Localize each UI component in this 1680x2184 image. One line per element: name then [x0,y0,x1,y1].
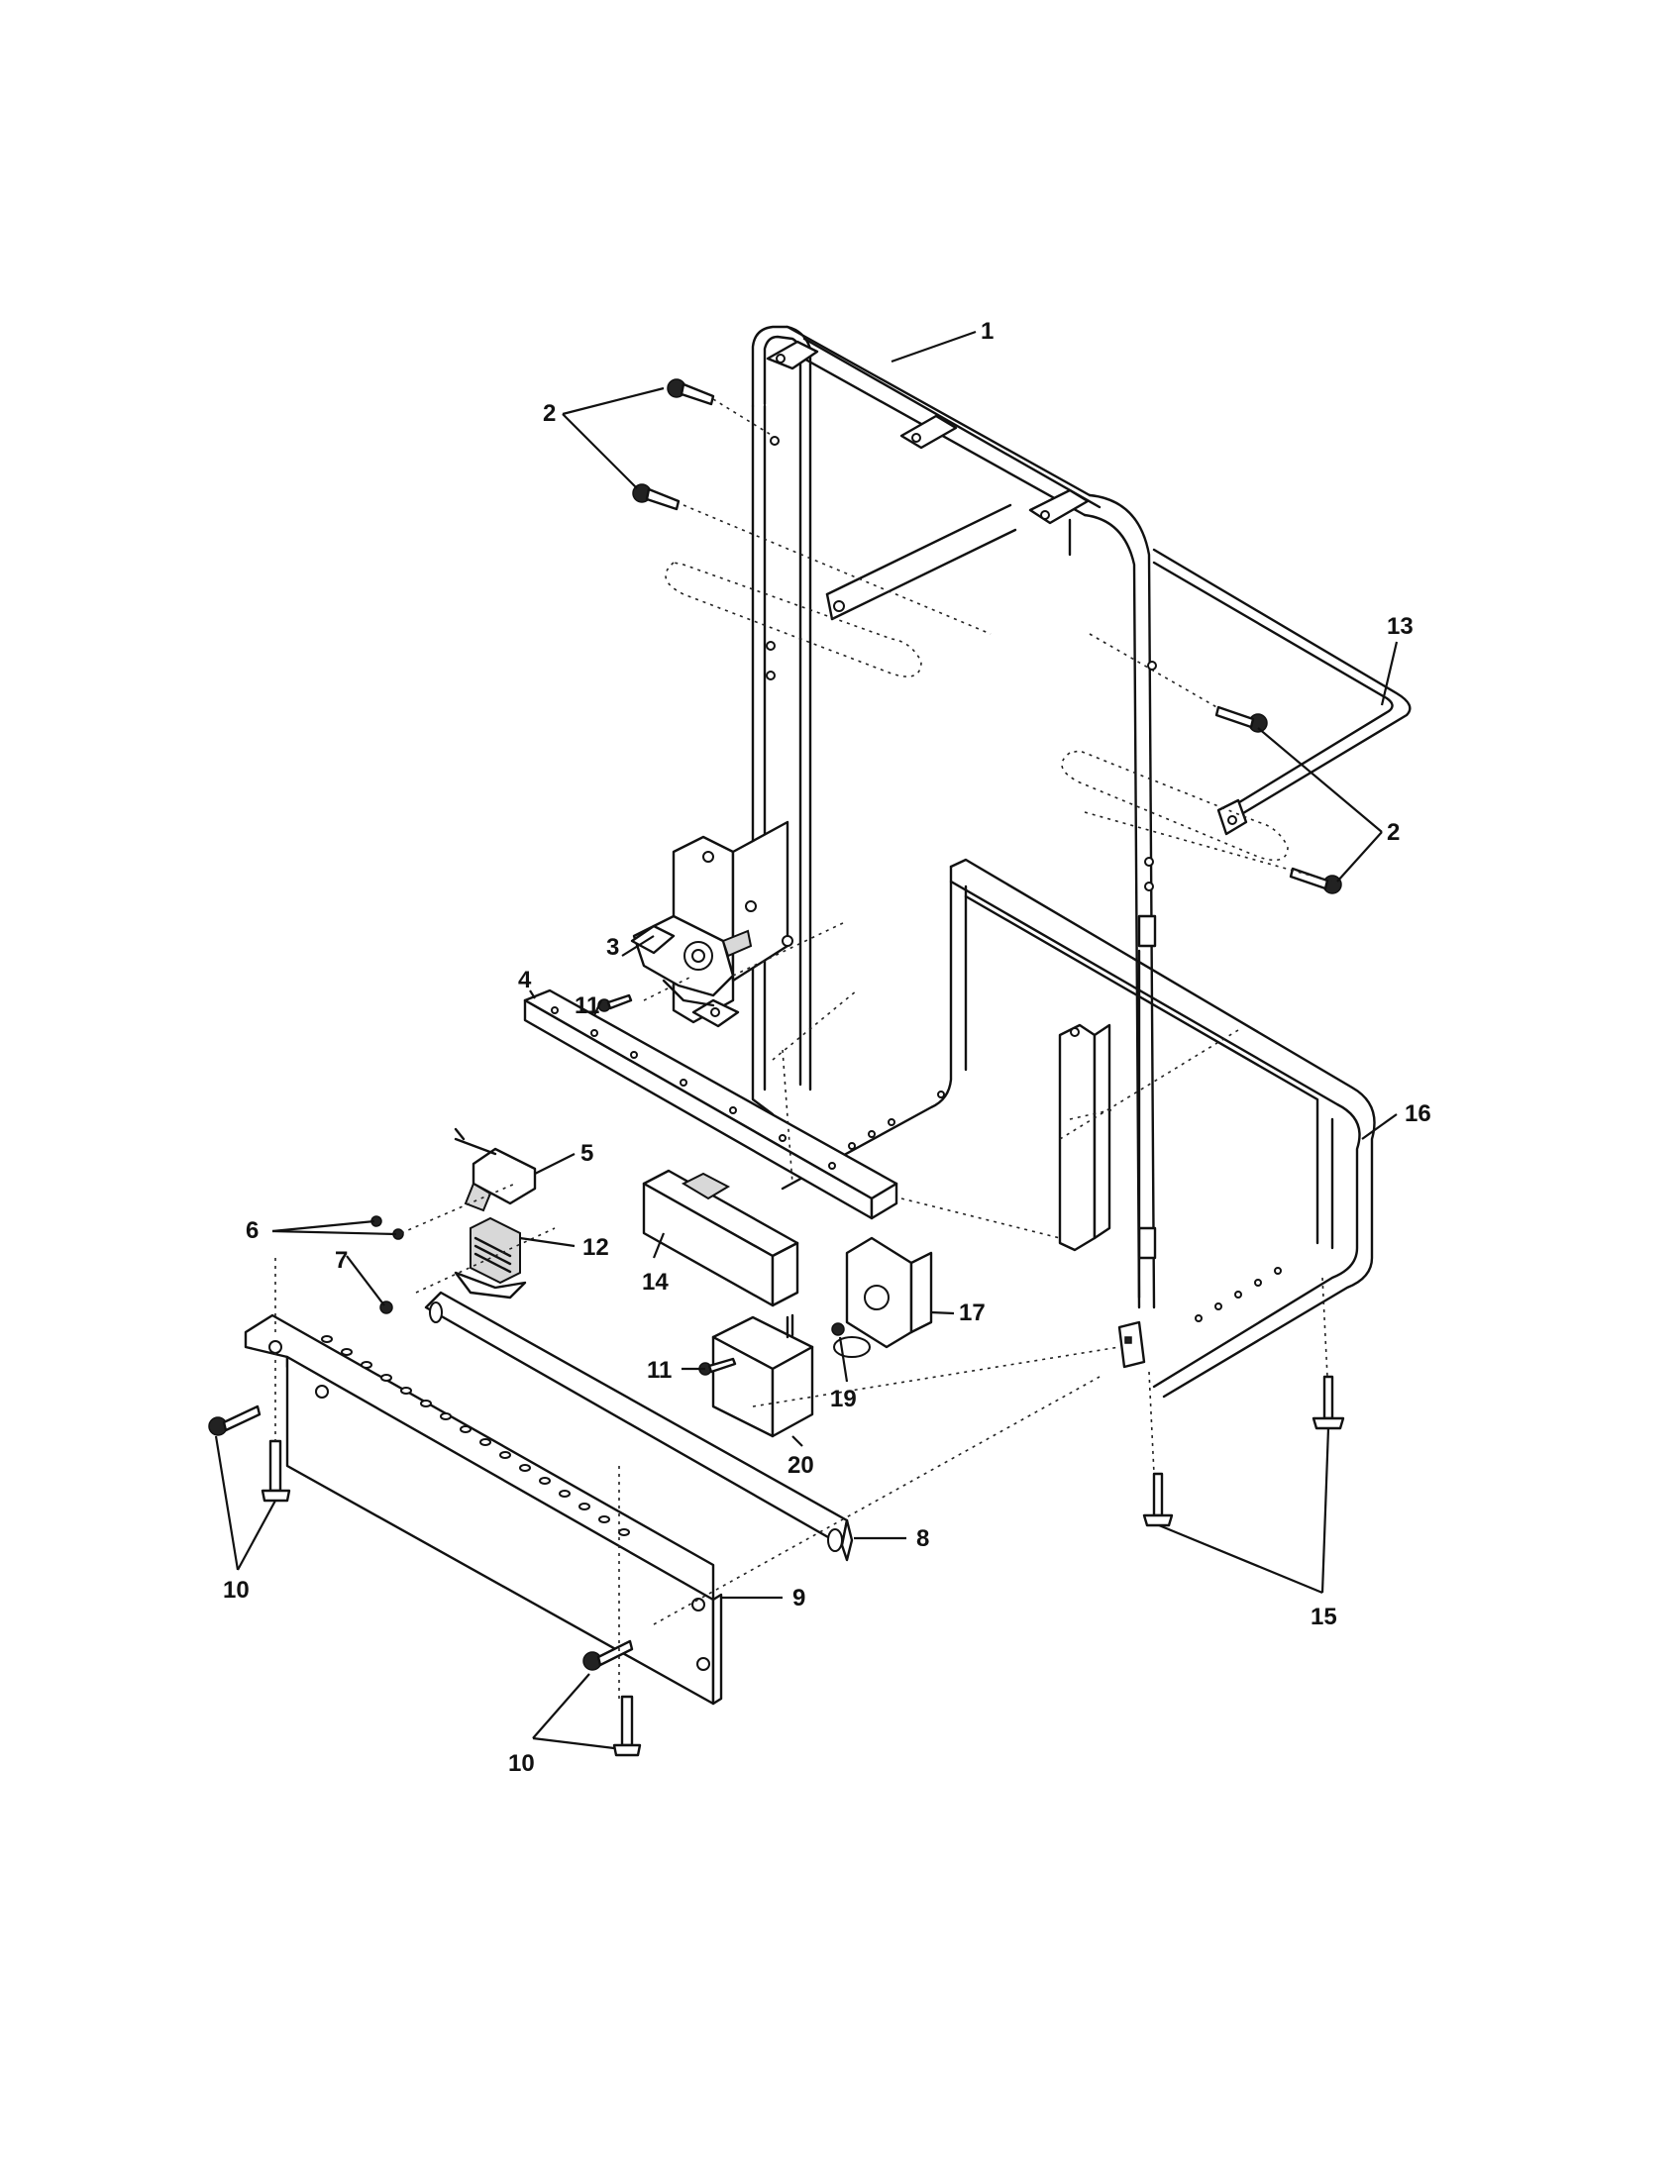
valve-assembly-part-3 [630,914,753,1007]
callout-1: 1 [981,318,994,345]
screw-part-19 [831,1322,845,1336]
module-part-14 [642,1169,799,1307]
coil-part-12 [454,1216,527,1300]
switch-part-5 [454,1127,537,1212]
control-bracket-part-4 [523,988,898,1220]
callout-2-right: 2 [1387,819,1400,846]
hidden-outline-ovals [665,562,1289,862]
solenoid-part-20 [711,1313,814,1438]
callout-6: 6 [246,1217,259,1244]
callout-2-upper: 2 [543,400,556,427]
callout-labels: 1 2 13 2 3 4 11 5 16 6 12 7 14 17 11 19 … [223,318,1431,1777]
right-side-bracket [1058,1023,1111,1252]
screw-part-2-upper-b [632,483,681,511]
front-panel-part-9 [244,1313,723,1706]
lower-frame-part-16 [781,858,1376,1399]
callout-8: 8 [916,1525,929,1552]
screw-part-6 [370,1215,404,1240]
callout-14: 14 [642,1269,669,1296]
callout-13: 13 [1387,613,1414,640]
callout-17: 17 [959,1300,986,1326]
callout-11-upper: 11 [575,992,599,1019]
screw-part-11-upper [597,993,633,1012]
screws-part-10-left [208,1404,291,1503]
callout-9: 9 [792,1585,805,1612]
callout-16: 16 [1405,1100,1431,1127]
screws-part-10-bottom [582,1639,642,1757]
callout-4: 4 [518,967,532,993]
screw-part-2-upper-a [667,378,715,406]
screws-part-15 [1142,1375,1345,1527]
callout-12: 12 [582,1234,609,1261]
rear-rod-part-13 [1152,548,1412,836]
alignment-lines [274,398,1333,1699]
callout-10-left: 10 [223,1577,250,1604]
leader-lines [214,330,1399,1750]
callout-19: 19 [830,1386,857,1412]
callout-7: 7 [335,1247,348,1274]
callout-20: 20 [788,1452,814,1479]
callout-10-bottom: 10 [508,1750,535,1777]
callout-11-lower: 11 [647,1357,672,1384]
upper-frame-part-1 [751,325,1157,1309]
callout-3: 3 [606,934,619,961]
bracket-part-17 [833,1236,933,1358]
screw-part-2-right-a [1214,705,1268,733]
callout-15: 15 [1311,1604,1337,1630]
callout-5: 5 [580,1140,593,1167]
rail-bracket-part-8 [424,1291,854,1562]
